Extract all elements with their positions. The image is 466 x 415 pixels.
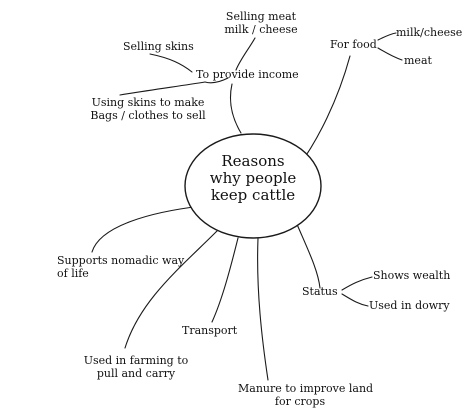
label-skins-bags-line-2: Bags / clothes to sell	[90, 109, 206, 122]
line-income-to-center	[229, 83, 242, 134]
label-manure-line-2: for crops	[274, 395, 326, 408]
line-food-to-center	[297, 55, 351, 168]
label-provide-income: To provide income	[196, 68, 299, 81]
line-food-to-meat	[377, 47, 403, 61]
line-farming-to-center	[124, 229, 219, 349]
label-for-food: For food	[330, 38, 377, 51]
label-selling-skins: Selling skins	[123, 40, 194, 53]
label-used-in-dowry: Used in dowry	[369, 299, 450, 312]
label-selling-meat: Selling meat milk / cheese	[222, 10, 300, 36]
line-transport-to-center	[211, 237, 239, 323]
label-skins-bags: Using skins to make Bags / clothes to se…	[82, 96, 214, 122]
line-nomadic-to-center	[91, 205, 203, 253]
center-line-3: keep cattle	[210, 186, 296, 204]
label-transport: Transport	[182, 324, 238, 337]
label-status: Status	[302, 285, 338, 298]
label-manure-line-1: Manure to improve land	[238, 382, 374, 395]
line-skins-to-income	[149, 53, 193, 73]
label-shows-wealth: Shows wealth	[373, 269, 451, 282]
center-line-2: why people	[209, 169, 297, 187]
line-food-to-milk	[377, 32, 397, 41]
label-meat: meat	[404, 54, 432, 67]
line-status-to-dowry	[341, 293, 369, 307]
line-bags-to-income	[119, 81, 206, 96]
center-line-1: Reasons	[221, 152, 285, 170]
center-node	[184, 133, 322, 239]
label-farming-line-1: Used in farming to	[83, 354, 189, 367]
label-farming: Used in farming to pull and carry	[80, 354, 192, 380]
label-nomadic: Supports nomadic way of life	[57, 254, 184, 280]
label-selling-meat-line-1: Selling meat	[225, 10, 297, 23]
line-manure-to-center	[257, 237, 269, 381]
label-skins-bags-line-1: Using skins to make	[91, 96, 205, 109]
label-selling-meat-line-2: milk / cheese	[224, 23, 298, 36]
label-farming-line-2: pull and carry	[96, 367, 176, 380]
line-income-hook	[204, 77, 229, 84]
center-label: Reasons why people keep cattle	[190, 153, 316, 204]
label-nomadic-line-1: Supports nomadic way	[57, 254, 185, 267]
line-status-to-center	[295, 221, 321, 289]
label-manure: Manure to improve land for crops	[238, 382, 374, 408]
line-meat-to-income	[235, 37, 256, 71]
label-nomadic-line-2: of life	[57, 267, 89, 280]
label-milk-cheese: milk/cheese	[396, 26, 463, 39]
line-status-to-wealth	[341, 276, 373, 291]
